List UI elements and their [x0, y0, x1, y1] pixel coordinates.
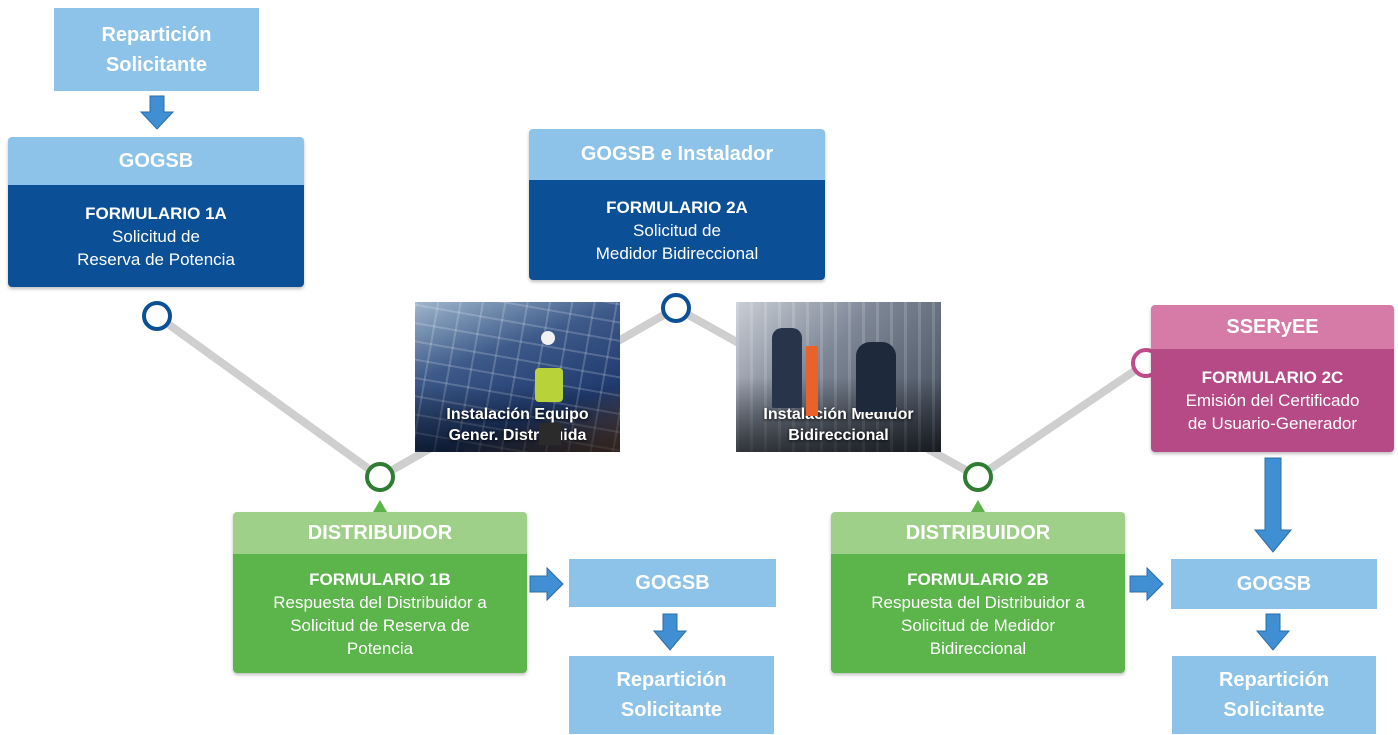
node-circle-2a — [661, 293, 691, 323]
card-body: FORMULARIO 1A Solicitud de Reserva de Po… — [8, 185, 304, 287]
reparticion-solicitante-top: Repartición Solicitante — [54, 8, 259, 91]
arrow-down-icon — [652, 613, 688, 651]
card-header: GOGSB e Instalador — [529, 129, 825, 180]
card-body: FORMULARIO 2A Solicitud de Medidor Bidir… — [529, 180, 825, 280]
arrow-down-icon — [1253, 457, 1293, 553]
card-header: GOGSB — [8, 137, 304, 185]
connector-line — [974, 359, 1150, 481]
pointer-icon — [971, 500, 985, 512]
formulario-1b-card: DISTRIBUIDOR FORMULARIO 1B Respuesta del… — [233, 512, 527, 673]
connector-line — [153, 312, 384, 481]
form-description: Solicitud de Reserva de Potencia — [77, 226, 235, 269]
arrow-down-icon — [139, 95, 175, 130]
worker-figure-icon — [527, 310, 567, 445]
form-title: FORMULARIO 2B — [907, 569, 1049, 589]
form-description: Emisión del Certificado de Usuario-Gener… — [1185, 391, 1360, 433]
pointer-icon — [373, 500, 387, 512]
formulario-2a-card: GOGSB e Instalador FORMULARIO 2A Solicit… — [529, 129, 825, 280]
arrow-right-icon — [1129, 566, 1164, 602]
node-circle-1a — [142, 301, 172, 331]
card-header: DISTRIBUIDOR — [831, 512, 1125, 554]
form-title: FORMULARIO 2A — [606, 197, 748, 217]
node-circle-1b — [365, 462, 395, 492]
formulario-2c-card: SSERyEE FORMULARIO 2C Emisión del Certif… — [1151, 305, 1394, 452]
gogsb-box-right: GOGSB — [1171, 559, 1377, 609]
formulario-1a-card: GOGSB FORMULARIO 1A Solicitud de Reserva… — [8, 137, 304, 287]
photo-installation-equipment: Instalación Equipo Gener. Distribuida — [415, 302, 620, 452]
card-body: FORMULARIO 1B Respuesta del Distribuidor… — [233, 554, 527, 673]
worker-figure-icon — [856, 342, 896, 412]
card-body: FORMULARIO 2C Emisión del Certificado de… — [1151, 349, 1394, 452]
cone-icon — [806, 346, 818, 416]
card-header: SSERyEE — [1151, 305, 1394, 349]
form-title: FORMULARIO 1B — [309, 569, 451, 589]
formulario-2b-card: DISTRIBUIDOR FORMULARIO 2B Respuesta del… — [831, 512, 1125, 673]
gogsb-box-left: GOGSB — [569, 559, 776, 607]
arrow-right-icon — [529, 566, 564, 602]
worker-figure-icon — [772, 328, 802, 408]
node-circle-2b — [963, 462, 993, 492]
arrow-down-icon — [1255, 613, 1291, 651]
form-title: FORMULARIO 2C — [1201, 368, 1344, 387]
photo-installation-meter: Instalación Medidor Bidireccional — [736, 302, 941, 452]
form-title: FORMULARIO 1A — [85, 203, 227, 223]
card-header: DISTRIBUIDOR — [233, 512, 527, 554]
photo-caption: Instalación Medidor Bidireccional — [763, 406, 914, 444]
photo-caption: Instalación Equipo Gener. Distribuida — [446, 406, 589, 444]
reparticion-solicitante-left: Repartición Solicitante — [569, 656, 774, 734]
reparticion-solicitante-right: Repartición Solicitante — [1172, 656, 1376, 734]
form-description: Solicitud de Medidor Bidireccional — [595, 220, 759, 263]
card-body: FORMULARIO 2B Respuesta del Distribuidor… — [831, 554, 1125, 673]
form-description: Respuesta del Distribuidor a Solicitud d… — [871, 592, 1085, 658]
form-description: Respuesta del Distribuidor a Solicitud d… — [273, 592, 487, 658]
